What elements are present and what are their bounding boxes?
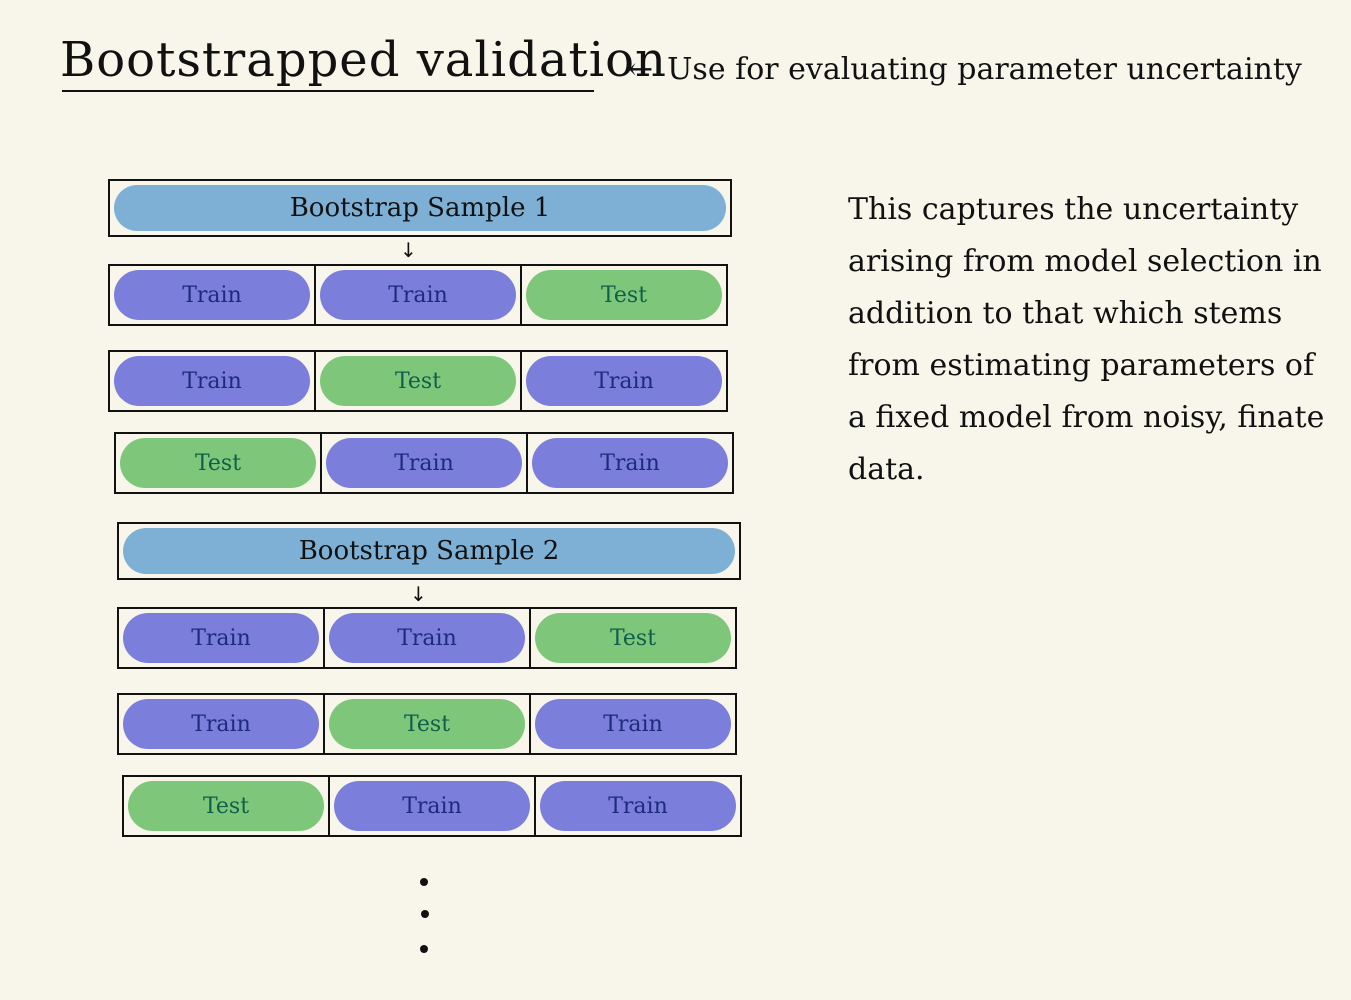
cell-label: Train [191,625,251,651]
cell-label: Train [397,625,457,651]
test-cell: Test [325,695,531,753]
ellipsis-dot [420,945,428,953]
train-cell: Train [531,695,735,753]
down-arrow-icon: ↓ [410,582,427,606]
test-blob [526,270,722,320]
sample-1-fold-2: Train Test Train [108,350,728,412]
train-blob [334,781,530,831]
train-blob [329,613,525,663]
cell-label: Train [603,711,663,737]
test-blob [535,613,731,663]
train-blob [532,438,728,488]
bootstrap-sample-2-bar: Bootstrap Sample 2 [117,522,741,580]
train-blob [526,356,722,406]
train-cell: Train [325,609,531,667]
cell-label: Train [388,282,448,308]
annotation: ← Use for evaluating parameter uncertaint… [628,52,1302,87]
test-cell: Test [522,266,726,324]
cell-label: Train [182,282,242,308]
train-cell: Train [536,777,740,835]
test-cell: Test [531,609,735,667]
sample-label: Bootstrap Sample 1 [289,193,551,223]
sample-2-fold-3: Test Train Train [122,775,742,837]
sample-1-fold-3: Test Train Train [114,432,734,494]
test-blob [128,781,324,831]
title-underline [62,90,594,92]
explanation-text: This captures the uncertainty arising fr… [848,192,1325,487]
left-arrow-icon: ← [628,52,654,87]
down-arrow-icon: ↓ [400,238,417,262]
test-blob [320,356,516,406]
train-cell: Train [119,609,325,667]
ellipsis-dot [421,910,429,918]
train-cell: Train [528,434,732,492]
cell-label: Train [594,368,654,394]
train-blob [320,270,516,320]
sample-blob [123,528,735,574]
train-blob [114,270,310,320]
train-cell: Train [110,266,316,324]
cell-label: Train [402,793,462,819]
cell-label: Train [182,368,242,394]
sample-2-fold-2: Train Test Train [117,693,737,755]
sample-label: Bootstrap Sample 2 [298,536,560,566]
train-blob [114,356,310,406]
test-cell: Test [116,434,322,492]
train-blob [326,438,522,488]
train-blob [123,613,319,663]
test-cell: Test [316,352,522,410]
train-blob [540,781,736,831]
sample-1-fold-1: Train Train Test [108,264,728,326]
cell-label: Train [191,711,251,737]
sample-2-fold-1: Train Train Test [117,607,737,669]
bootstrap-sample-1-bar: Bootstrap Sample 1 [108,179,732,237]
cell-label: Test [202,793,250,819]
train-blob [535,699,731,749]
ellipsis-dot [420,878,428,886]
test-blob [120,438,316,488]
train-cell: Train [119,695,325,753]
train-cell: Train [316,266,522,324]
cell-label: Test [600,282,648,308]
train-cell: Train [322,434,528,492]
train-cell: Train [330,777,536,835]
train-cell: Train [522,352,726,410]
cell-label: Train [394,450,454,476]
train-cell: Train [110,352,316,410]
cell-label: Train [600,450,660,476]
diagram-title: Bootstrapped validation [60,32,667,88]
cell-label: Test [194,450,242,476]
cell-label: Test [394,368,442,394]
cell-label: Test [609,625,657,651]
cell-label: Train [608,793,668,819]
test-cell: Test [124,777,330,835]
sample-blob [114,185,726,231]
test-blob [329,699,525,749]
cell-label: Test [403,711,451,737]
train-blob [123,699,319,749]
annotation-text: Use for evaluating parameter uncertainty [667,52,1302,87]
